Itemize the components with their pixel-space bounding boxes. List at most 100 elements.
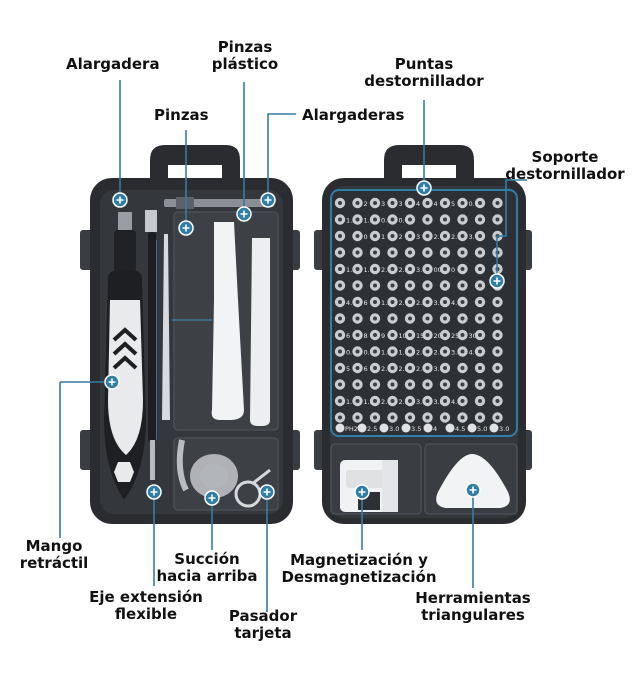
bit [457, 247, 468, 258]
bit: 0 [352, 230, 368, 242]
plus-icon [182, 224, 190, 232]
bit: 1.5 [352, 395, 374, 407]
callout-pasador: Pasador tarjeta [218, 608, 308, 642]
screwdriver-handle [104, 212, 146, 500]
bit [474, 214, 486, 225]
bit: 2.6 [404, 362, 426, 374]
callout-text: destornillador [505, 165, 625, 183]
bit-tip [355, 234, 360, 238]
bit [334, 313, 346, 324]
bit: 4 [404, 197, 420, 209]
bit-tip [495, 217, 500, 222]
callout-markers [104, 180, 505, 506]
bit-tip [443, 300, 447, 304]
bit-size-label: 2.5 [399, 266, 409, 274]
bit: 1.5 [352, 263, 374, 275]
bit-head [335, 423, 345, 433]
bit-tip [408, 382, 412, 387]
bit [334, 412, 346, 423]
bit-tip [355, 217, 360, 222]
bit: 5 [439, 197, 455, 209]
bit-tip [478, 201, 482, 205]
callout-marker [416, 180, 432, 196]
bit-tip [338, 217, 342, 222]
bit: 1.2 [334, 214, 356, 225]
bit-size-label: 1.5 [399, 349, 409, 357]
bit [369, 280, 381, 291]
bit-size-label: 1.2 [346, 217, 356, 225]
bit-tip [338, 366, 342, 370]
bit-size-label: 6 [346, 332, 350, 340]
bit: 000 [422, 263, 446, 275]
bit-tip [355, 366, 360, 370]
callout-text: triangulares [421, 606, 525, 624]
callout-marker [260, 192, 276, 208]
bit: 3.0 [404, 395, 426, 407]
bit-size-label: 2 [399, 233, 403, 241]
bit-tip [443, 250, 447, 255]
bit [474, 296, 486, 308]
bit-tip [390, 283, 395, 288]
bit-tip [460, 217, 465, 222]
bit-tip [373, 234, 377, 238]
bit: 4.0 [439, 395, 461, 407]
callout-leader-lines [59, 80, 527, 612]
bit-size-label: 2.5 [399, 398, 409, 406]
bit-size-label: 1.3 [346, 266, 356, 274]
bit [457, 296, 468, 308]
bit [457, 379, 468, 390]
callout-text: Pinzas [217, 38, 273, 56]
plus-icon [420, 184, 428, 192]
bit-size-label: 30 [469, 332, 477, 340]
bit-tip [478, 366, 482, 370]
bit: 1.3 [369, 346, 391, 357]
bit-tip [478, 234, 482, 238]
bit [439, 214, 451, 225]
bit-tip [408, 349, 412, 354]
bit [492, 362, 503, 374]
callout-text: Eje extensión [89, 588, 203, 606]
bit [422, 379, 433, 390]
bit: 0.9 [352, 346, 374, 357]
bit [422, 313, 433, 324]
bit: 2.0 [369, 263, 391, 275]
bit: 9 [369, 329, 385, 341]
bit [457, 263, 468, 275]
bit-size-label: 2.0 [381, 398, 391, 406]
plus-icon [358, 488, 366, 496]
bit-size-label: 20 [434, 332, 442, 340]
callout-alargadera: Alargadera [66, 56, 160, 73]
callout-eje: Eje extensión flexible [86, 589, 206, 623]
bit [404, 313, 416, 324]
bit-tip [460, 250, 465, 255]
bit-tip [373, 267, 377, 271]
bit [352, 313, 363, 324]
plus-icon [108, 378, 116, 386]
bit-tip [338, 267, 342, 271]
bit: 8 [352, 329, 368, 341]
bit-tip [408, 300, 412, 304]
bit-size-label: 1.5 [364, 398, 374, 406]
bit-size-label: 1.5 [381, 299, 391, 307]
bit [492, 296, 503, 308]
bit [334, 230, 346, 242]
bit-tip [390, 234, 395, 238]
bit-tip [443, 333, 447, 337]
bit-tip [425, 267, 430, 271]
bit-tip [425, 250, 430, 255]
bit: 1.5 [369, 296, 391, 308]
callout-marker [112, 192, 128, 208]
bit-tip [495, 382, 500, 387]
bit [492, 197, 503, 209]
bit-tip [443, 283, 447, 288]
bit [387, 247, 398, 258]
bit-tip [425, 333, 430, 337]
bit-size-label: 2.5 [367, 425, 377, 433]
bit [457, 395, 468, 407]
callout-text: Pasador [228, 607, 298, 625]
callout-marker [354, 484, 370, 500]
bit [404, 247, 416, 258]
bit-tip [443, 267, 447, 271]
bit-tip [460, 415, 465, 420]
bit [387, 280, 398, 291]
